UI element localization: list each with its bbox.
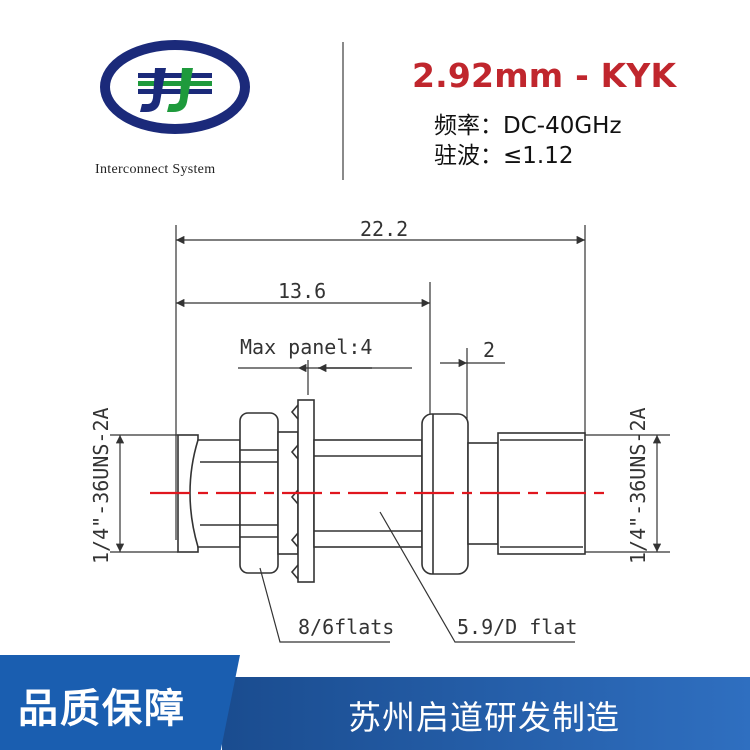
spec-frequency: 频率：DC-40GHz bbox=[434, 113, 622, 139]
footer-banner: 品质保障 苏州启道研发制造 bbox=[0, 655, 750, 750]
thread-left-label: 1/4"-36UNS-2A bbox=[89, 407, 113, 564]
dim-gap-label: 2 bbox=[483, 338, 495, 362]
dim-partial-label: 13.6 bbox=[278, 279, 326, 303]
header-divider bbox=[342, 42, 344, 180]
dim-panel-label: Max panel:4 bbox=[240, 335, 372, 359]
connector-body bbox=[177, 399, 586, 583]
brand-caption: Interconnect System bbox=[95, 162, 216, 177]
callout-leaders bbox=[259, 511, 575, 643]
extension-lines bbox=[110, 225, 670, 553]
footer-quality-text: 品质保障 bbox=[18, 686, 186, 732]
dim-total-label: 22.2 bbox=[360, 217, 408, 241]
spec-vswr: 驻波：≤1.12 bbox=[434, 143, 574, 169]
header: Interconnect System 2.92mm - KYK 频率：DC-4… bbox=[0, 0, 750, 200]
technical-drawing: 22.2 13.6 Max panel:4 2 1/4"-36UNS-2A 1/… bbox=[89, 217, 670, 643]
product-title: 2.92mm - KYK bbox=[412, 56, 677, 95]
footer-maker-text: 苏州启道研发制造 bbox=[348, 698, 620, 737]
footer-right-band bbox=[222, 677, 750, 750]
dimension-lines bbox=[115, 235, 662, 552]
thread-right-label: 1/4"-36UNS-2A bbox=[626, 407, 650, 564]
callout-dflat-label: 5.9/D flat bbox=[457, 615, 577, 639]
callout-flats-label: 8/6flats bbox=[298, 615, 394, 639]
footer-left-band bbox=[0, 655, 240, 750]
company-logo-icon bbox=[100, 40, 250, 134]
